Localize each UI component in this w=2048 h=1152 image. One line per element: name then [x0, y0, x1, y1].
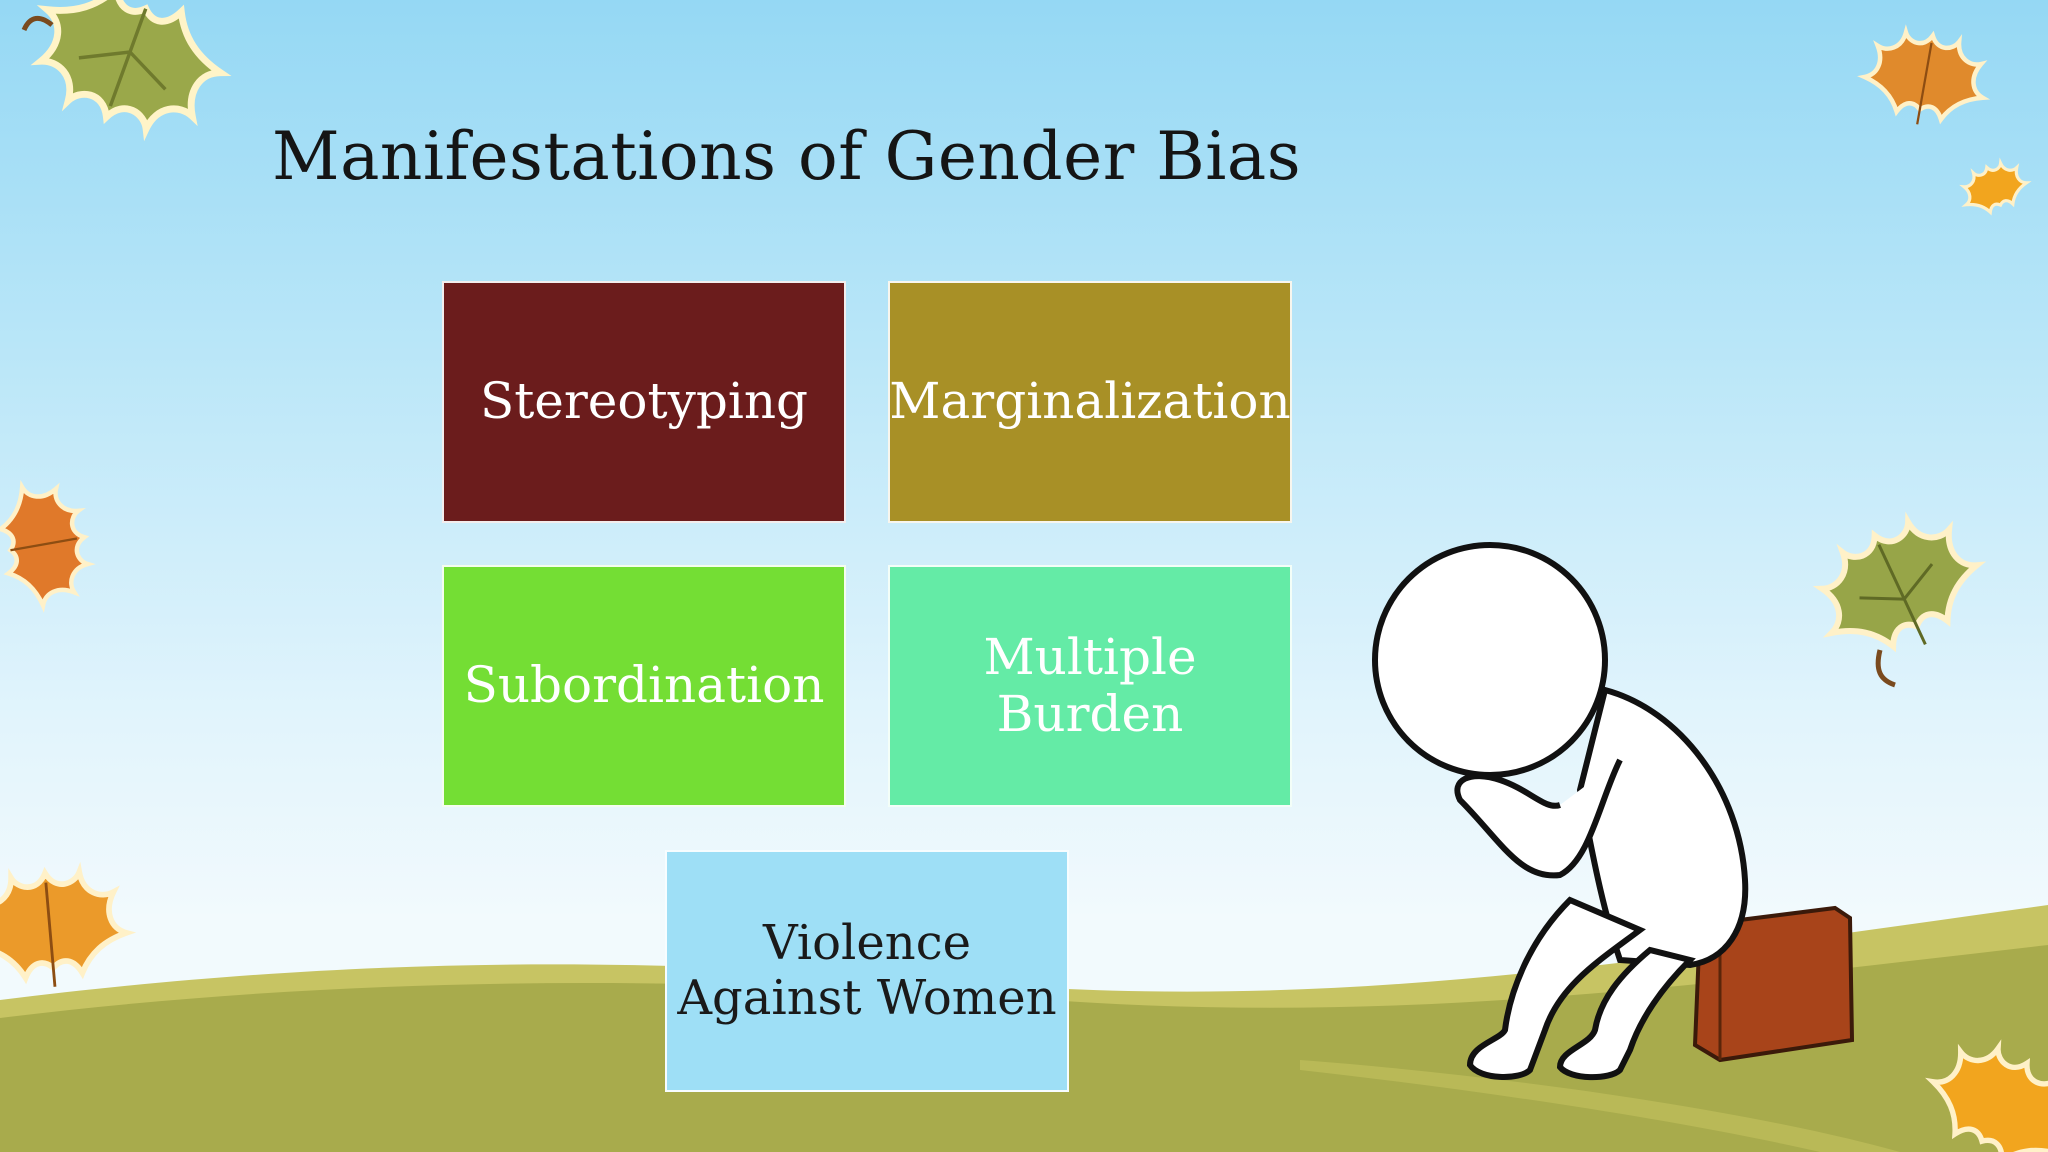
autumn-leaf-icon: [20, 0, 235, 148]
box-label: Marginalization: [889, 372, 1291, 431]
sad-thinking-person-icon: [1372, 542, 1855, 1081]
box-stereotyping: Stereotyping: [442, 281, 846, 523]
autumn-leaf-icon: [1802, 502, 1998, 678]
box-multiple-burden: Multiple Burden: [888, 565, 1292, 807]
box-label: Multiple Burden: [983, 627, 1197, 743]
slide-title: Manifestations of Gender Bias: [272, 118, 1302, 195]
box-marginalization: Marginalization: [888, 281, 1292, 523]
autumn-leaf-icon: [0, 478, 95, 610]
box-label: Subordination: [463, 656, 825, 715]
box-label-line-2: Against Women: [677, 970, 1057, 1026]
box-violence-against-women: Violence Against Women: [665, 850, 1069, 1092]
box-label-line-1: Violence: [762, 914, 971, 971]
autumn-leaf-icon: [1955, 154, 2034, 221]
autumn-leaf-icon: [0, 867, 131, 987]
box-label: Stereotyping: [479, 372, 809, 431]
autumn-leaf-icon: [1858, 25, 1992, 134]
box-subordination: Subordination: [442, 565, 846, 807]
